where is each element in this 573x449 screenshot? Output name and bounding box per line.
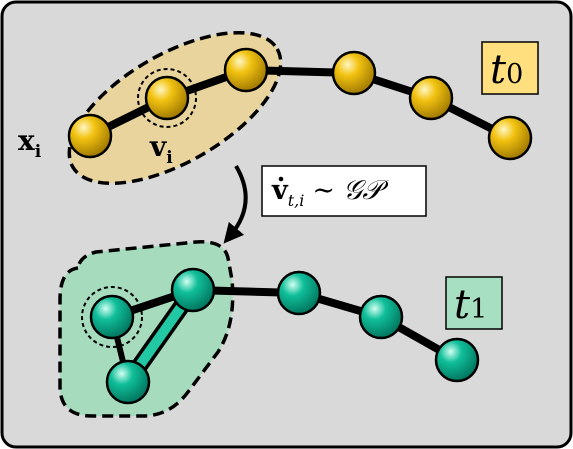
green-highlight-ring	[81, 286, 143, 348]
green-bead-6	[434, 337, 480, 383]
gold-bead-5	[408, 75, 454, 121]
green-bead-4	[276, 270, 322, 316]
green-bead-3	[105, 359, 151, 405]
gold-bead-1	[67, 113, 113, 159]
gold-bead-4	[331, 50, 377, 96]
green-bead-2	[170, 267, 216, 313]
velocity-highlight-ring	[137, 68, 197, 128]
green-bead-1	[89, 294, 135, 340]
gold-bead-3	[223, 47, 269, 93]
top-state-group: t0 xi vi	[18, 30, 539, 186]
position-label: xi	[18, 124, 42, 162]
green-bead-5	[358, 294, 404, 340]
t1-label-box	[445, 276, 503, 330]
t1-label: t1	[454, 282, 487, 328]
bottom-state-group: t1	[58, 240, 503, 418]
gold-bead-6	[487, 115, 533, 161]
formula-box	[261, 165, 427, 217]
transition-arrow	[223, 164, 248, 244]
t0-label: t0	[490, 47, 523, 93]
gp-formula: vt,i∼𝒢𝒫	[271, 175, 389, 210]
velocity-label: vi	[149, 130, 173, 168]
gold-bead-2	[144, 75, 190, 121]
t0-label-box	[481, 41, 539, 95]
time-derivative-dot	[278, 176, 284, 182]
